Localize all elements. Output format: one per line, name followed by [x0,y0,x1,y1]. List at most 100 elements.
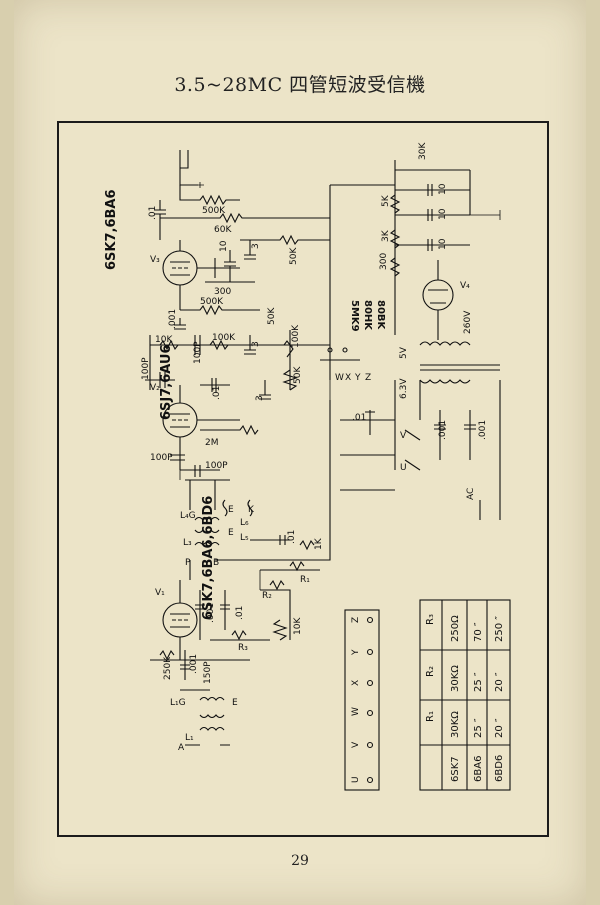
label-e2: E [228,528,234,538]
label-c-3: 3 [251,243,261,249]
label-v-5: 5V [399,346,409,359]
label-ps-u: U [400,463,407,473]
terminal-z: Z [351,617,361,623]
sw-x: X [345,373,351,383]
resistor-table: R₃ R₂ R₁ 6SK7 30KΩ 30KΩ 250Ω 6BA6 25 ″ 2… [419,599,511,791]
label-c-01-v2: .01 [212,386,222,400]
label-r-250k: 250K [163,656,173,680]
table-header-r2: R₂ [425,666,436,677]
label-l1g: L₁G [170,698,186,708]
label-v-63: 6.3V [399,378,409,399]
v1-stage: V₁ 6SK7,6BA6,6BD6 .001 .01 R₂ 10K R₃ 250… [150,496,303,753]
schematic-frame [57,121,549,837]
label-c-150p: 150P [203,661,213,684]
table-row3-r2: 20 ″ [494,672,505,692]
label-r-50k-mid: 50K [267,307,277,325]
label-a: A [178,743,185,753]
label-c-01-d: .01 [287,530,297,544]
label-c-001-v1: .001 [206,603,216,623]
table-row3-r3: 250 ″ [494,616,505,642]
label-r-5k: 5K [381,194,391,207]
label-v3: V₃ [150,255,160,265]
label-e1: E [228,505,234,515]
label-r3: R₃ [238,643,248,653]
terminal-w: W [351,707,361,716]
label-r-300-v3: 300 [214,287,231,297]
terminal-strip: U V W X Y Z [344,609,380,791]
label-l3: L₃ [183,538,192,548]
label-v1: V₁ [155,588,165,598]
v1-tube-types: 6SK7,6BA6,6BD6 [201,496,216,620]
label-r-50k-pot: 50K [293,366,303,384]
rectifier-type-3: 80BK [375,300,386,331]
table-header-r1: R₁ [425,711,436,722]
label-c-100p-d: 100P [205,461,228,471]
table-row2-tube: 6BA6 [473,756,484,782]
label-p: P [185,558,191,568]
label-r-10k-v2: 10K [155,335,173,345]
band-switch-area: W X Y Z L₄G L₃ L₆ L₅ P B E K E .01 1K R₁ [180,347,371,585]
table-row1-r2: 30KΩ [450,665,461,692]
label-c-100p-c: 100P [150,453,173,463]
label-c-100p-b: 100P [141,357,151,380]
label-l6: L₆ [240,518,249,528]
label-c-3-v2: 3 [251,341,261,347]
table-row3-tube: 6BD6 [494,755,505,782]
sw-y: Y [354,373,361,383]
label-c-01-ps: .01 [352,413,366,423]
rectifier-type-2: 80HK [362,300,373,331]
terminal-v: V [351,741,361,748]
page-sheet [14,0,586,905]
table-header-r3: R₃ [425,614,436,625]
label-r-500k-mid: 500K [200,297,224,307]
label-c-10-v3: 10 [219,240,229,252]
label-c-001-ps2: .001 [478,420,488,440]
label-v4: V₄ [460,281,470,291]
label-c-01-v1: .01 [235,606,245,620]
page-title: 3.5~28MC 四管短波受信機 [174,74,426,96]
label-r-300: 300 [379,253,389,270]
rectifier-type-1: 5MK9 [349,300,360,332]
label-r-50k: 50K [289,247,299,265]
label-r1: R₁ [300,575,310,585]
label-l1: L₁ [185,733,194,743]
label-r-2m: 2M [205,438,219,448]
v2-stage: 10K 100P 100K 3 100K 50K 100P .01 3 V₂ 6… [141,324,330,477]
v2-tube-types: 6SJ7,6AU6 [159,344,174,420]
table-row2-r2: 25 ″ [473,672,484,692]
label-e3: E [232,698,238,708]
label-r-60k: 60K [214,225,232,235]
terminal-x: X [351,680,361,686]
v3-stage: 500K 60K .01 V₃ 6SK7,6BA6 10 300 3 50K 5… [104,150,395,360]
label-c-01-top: .01 [148,206,158,220]
table-row2-r1: 25 ″ [473,718,484,738]
power-supply: 30K 5K 3K 300 10 10 10 V₄ 5MK9 80HK 80BK… [340,142,501,520]
sw-z: Z [365,373,371,383]
label-c-10c: 10 [438,238,448,250]
page-number: 29 [291,853,309,869]
label-l5: L₅ [240,533,249,543]
label-c-100p-a: 100P [193,341,203,364]
label-v-260: 260V [463,310,473,334]
label-c-10a: 10 [438,183,448,195]
label-c-3-mid: 3 [255,395,265,401]
table-row3-r1: 20 ″ [494,718,505,738]
label-b: B [213,558,219,568]
table-row1-r1: 30KΩ [450,711,461,738]
label-r-30k: 30K [418,142,428,160]
terminal-y: Y [351,649,361,656]
sw-w: W [335,373,344,383]
v3-tube-types: 6SK7,6BA6 [104,189,119,270]
label-c-001-v1b: .001 [189,654,199,674]
label-v2: V₂ [150,383,160,393]
terminal-u: U [351,776,361,783]
label-ac: AC [466,488,476,500]
label-r2: R₂ [262,591,272,601]
label-c-001-ps1: .001 [438,420,448,440]
label-r-100k: 100K [212,333,236,343]
table-row2-r3: 70 ″ [473,622,484,642]
label-r-10k-v1: 10K [293,617,303,635]
label-r-3k: 3K [381,229,391,242]
label-r-1k: 1K [314,537,324,550]
